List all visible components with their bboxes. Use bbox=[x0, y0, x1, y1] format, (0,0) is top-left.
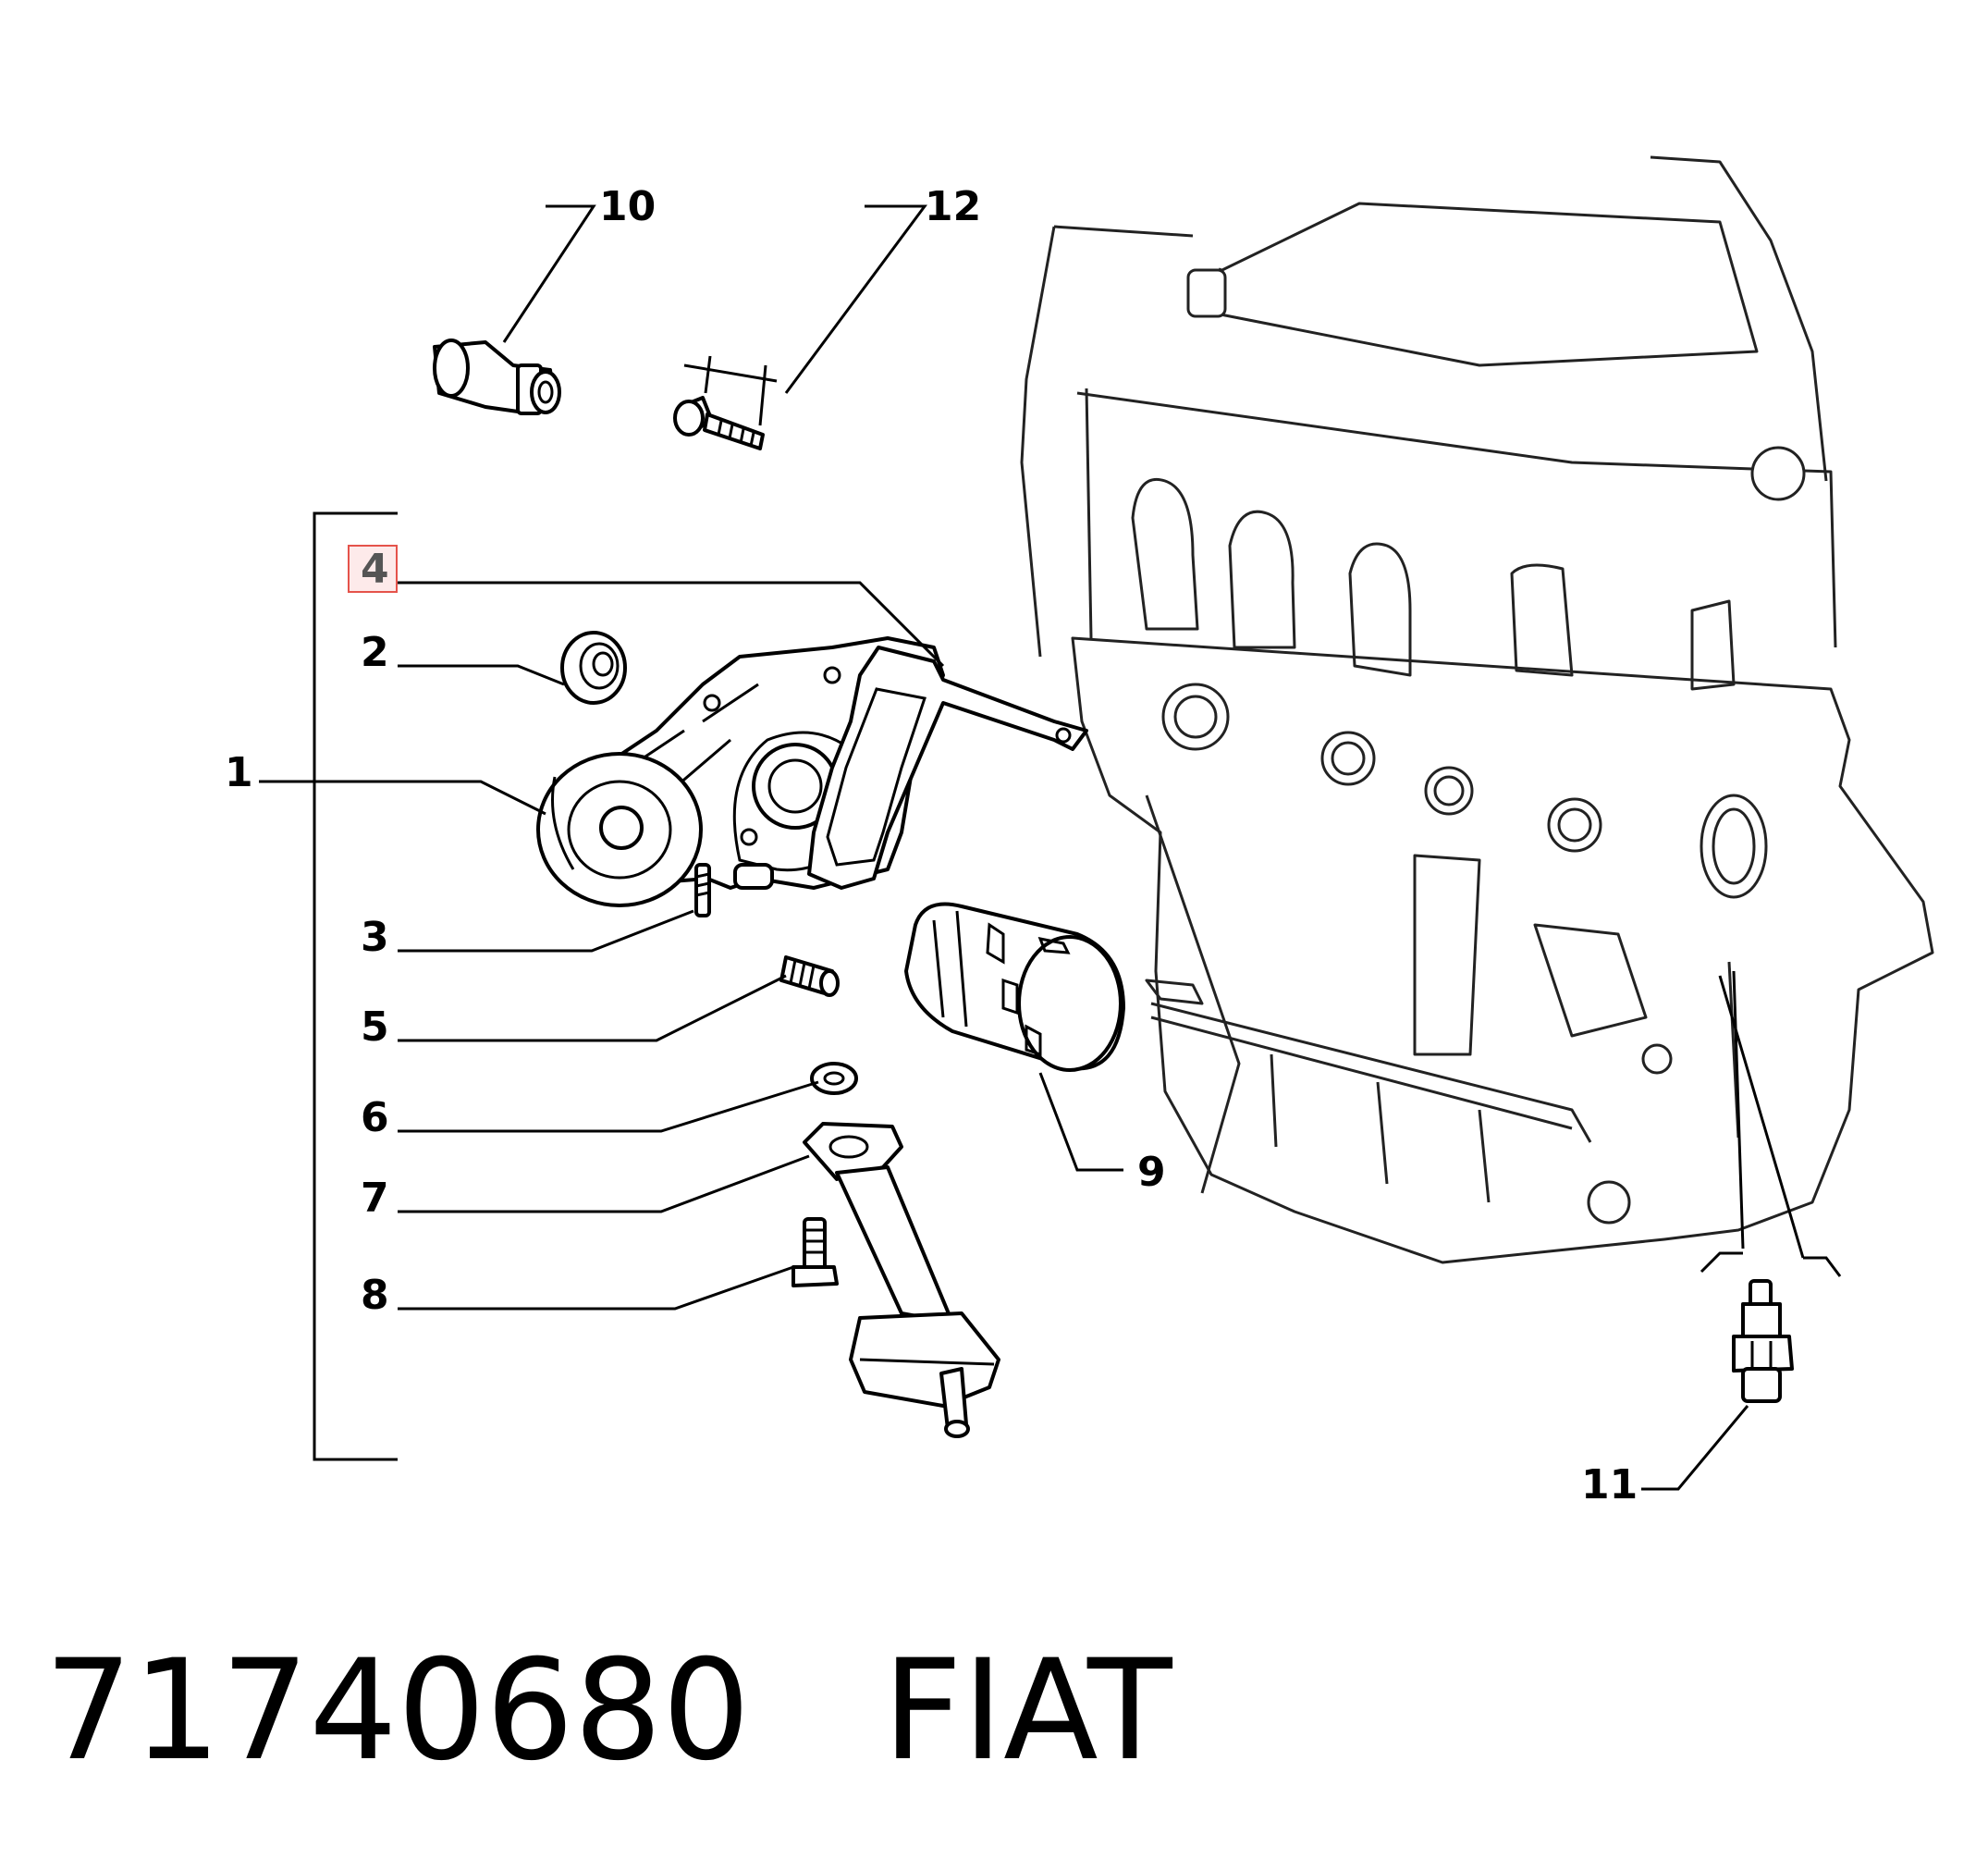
brand-name: FIAT bbox=[882, 1631, 1172, 1791]
bolt-12-part bbox=[673, 355, 778, 450]
callout-7: 7 bbox=[361, 1175, 389, 1222]
engine-block bbox=[1020, 155, 1934, 1264]
threaded-plug-part bbox=[779, 955, 840, 997]
callout-3: 3 bbox=[361, 914, 389, 961]
callout-numbers: 10 12 4 2 1 3 5 6 7 8 9 11 bbox=[225, 183, 1638, 1508]
oil-filter-part bbox=[904, 902, 1125, 1072]
callout-4-highlight bbox=[348, 545, 398, 593]
footer-caption: 71740680 FIAT bbox=[44, 1642, 1172, 1780]
callout-10: 10 bbox=[599, 183, 656, 230]
callout-1: 1 bbox=[225, 749, 253, 796]
callout-5: 5 bbox=[361, 1003, 389, 1051]
callout-6: 6 bbox=[361, 1094, 389, 1141]
callout-11: 11 bbox=[1581, 1461, 1638, 1508]
oil-pickup-part bbox=[803, 1122, 1000, 1438]
sensor-part bbox=[1700, 970, 1842, 1403]
callout-4: 4 bbox=[361, 546, 389, 593]
gasket-part bbox=[807, 646, 1088, 890]
callout-8: 8 bbox=[361, 1272, 389, 1319]
callout-2: 2 bbox=[361, 629, 389, 676]
bolt-8-part bbox=[792, 1217, 839, 1287]
oil-seal-part bbox=[560, 631, 627, 705]
stud-part bbox=[694, 863, 711, 917]
callout-9: 9 bbox=[1137, 1149, 1166, 1196]
group-bracket bbox=[313, 511, 398, 1461]
leader-lines bbox=[259, 204, 1749, 1491]
washer-part bbox=[810, 1062, 858, 1095]
callout-12: 12 bbox=[925, 183, 981, 230]
oil-pressure-switch-part bbox=[433, 339, 561, 415]
part-number: 71740680 bbox=[44, 1631, 751, 1791]
